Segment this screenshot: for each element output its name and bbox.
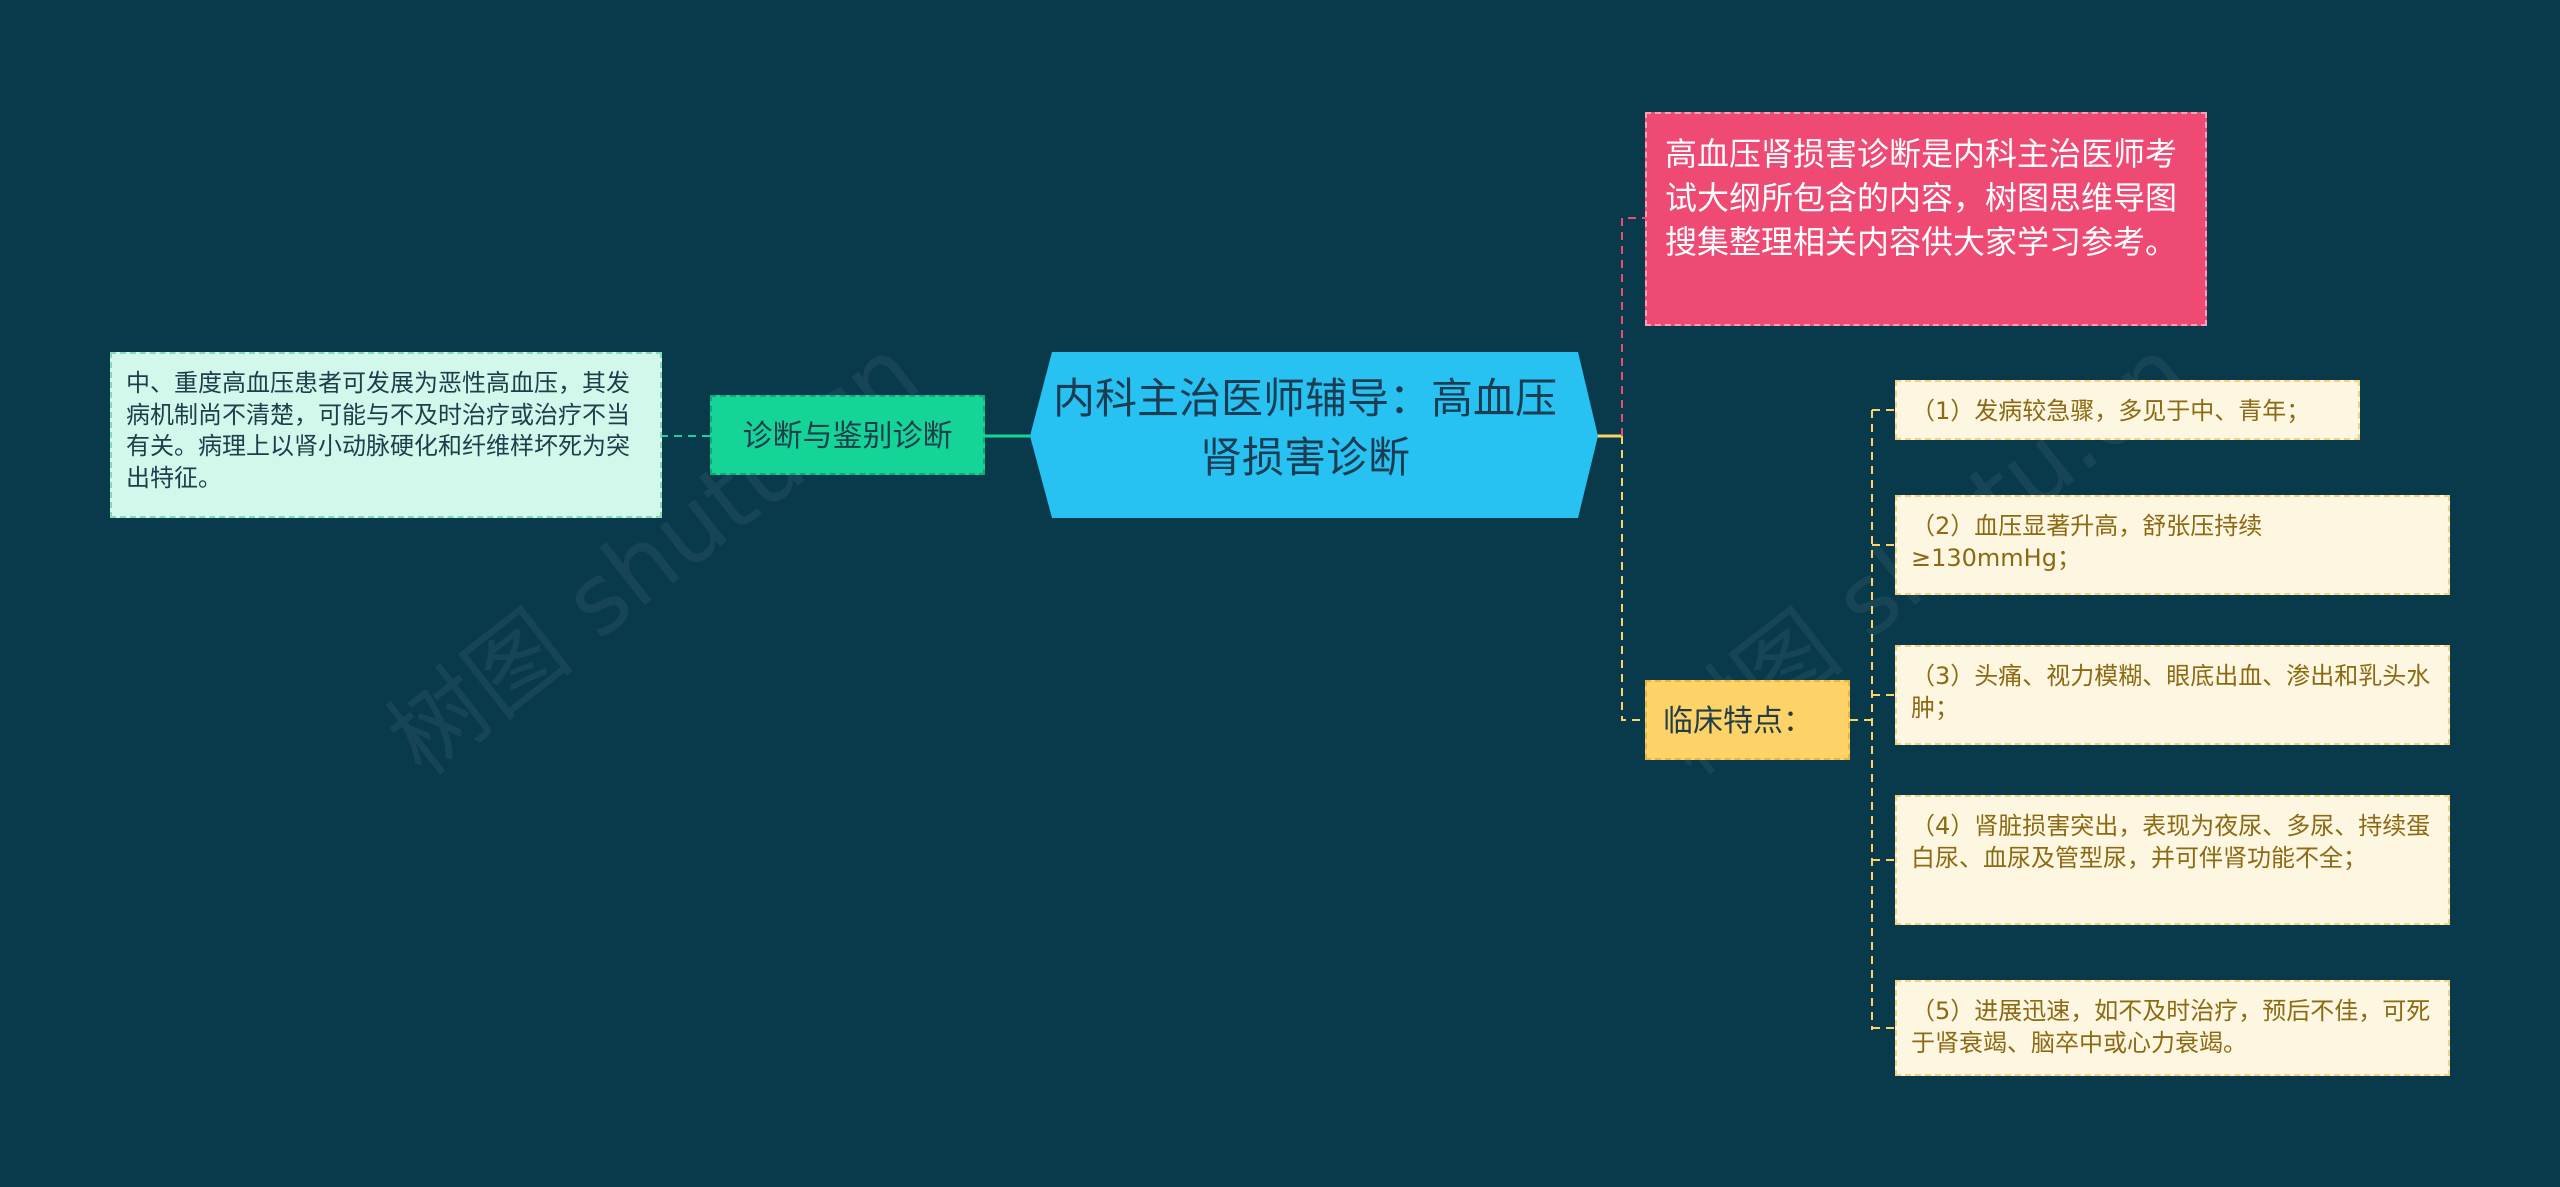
- root-topic[interactable]: 内科主治医师辅导：高血压肾损害诊断: [1052, 374, 1557, 482]
- clinical-item-5[interactable]: （5）进展迅速，如不及时治疗，预后不佳，可死于肾衰竭、脑卒中或心力衰竭。: [1895, 980, 2450, 1076]
- clinical-item-3-text: （3）头痛、视力模糊、眼底出血、渗出和乳头水肿；: [1911, 662, 2431, 722]
- diagnosis-label: 诊断与鉴别诊断: [742, 419, 953, 454]
- link-root-intro: [1621, 217, 1645, 436]
- link-root-clinical: [1621, 436, 1645, 721]
- clinical-item-2[interactable]: （2）血压显著升高，舒张压持续≥130mmHg；: [1895, 495, 2450, 595]
- clinical-item-2-text: （2）血压显著升高，舒张压持续≥130mmHg；: [1911, 512, 2263, 572]
- diagnosis-node[interactable]: 诊断与鉴别诊断: [710, 395, 985, 475]
- clinical-item-5-text: （5）进展迅速，如不及时治疗，预后不佳，可死于肾衰竭、脑卒中或心力衰竭。: [1911, 997, 2431, 1057]
- clinical-node[interactable]: 临床特点：: [1645, 680, 1850, 760]
- intro-text: 高血压肾损害诊断是内科主治医师考试大纲所包含的内容，树图思维导图搜集整理相关内容…: [1665, 135, 2178, 262]
- clinical-item-1[interactable]: （1）发病较急骤，多见于中、青年；: [1895, 380, 2360, 440]
- root-node-shape: [1030, 352, 1598, 518]
- clinical-item-4-text: （4）肾脏损害突出，表现为夜尿、多尿、持续蛋白尿、血尿及管型尿，并可伴肾功能不全…: [1911, 812, 2431, 872]
- intro-node[interactable]: 高血压肾损害诊断是内科主治医师考试大纲所包含的内容，树图思维导图搜集整理相关内容…: [1645, 112, 2207, 326]
- clinical-item-4[interactable]: （4）肾脏损害突出，表现为夜尿、多尿、持续蛋白尿、血尿及管型尿，并可伴肾功能不全…: [1895, 795, 2450, 925]
- diagnosis-detail-node[interactable]: 中、重度高血压患者可发展为恶性高血压，其发病机制尚不清楚，可能与不及时治疗或治疗…: [110, 352, 662, 518]
- clinical-item-1-text: （1）发病较急骤，多见于中、青年；: [1911, 397, 2311, 425]
- clinical-label: 临床特点：: [1663, 704, 1813, 739]
- clinical-item-3[interactable]: （3）头痛、视力模糊、眼底出血、渗出和乳头水肿；: [1895, 645, 2450, 745]
- diagnosis-detail-text: 中、重度高血压患者可发展为恶性高血压，其发病机制尚不清楚，可能与不及时治疗或治疗…: [126, 369, 630, 493]
